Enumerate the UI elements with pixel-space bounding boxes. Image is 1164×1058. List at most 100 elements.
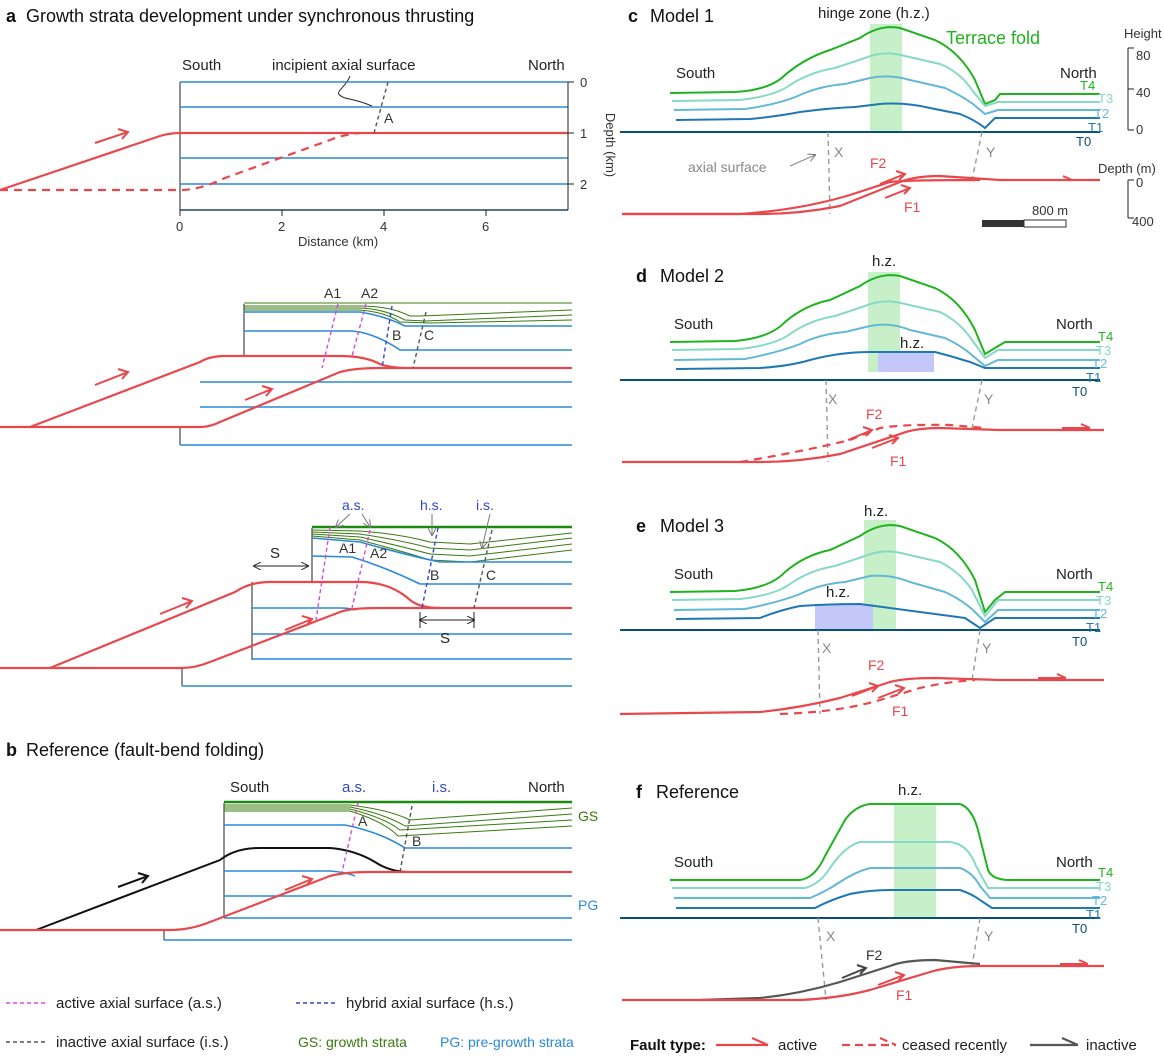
panel-d-f1: F1 (890, 453, 907, 469)
scale-bar-label: 800 m (1032, 203, 1068, 218)
panel-b-arrow-inactive (117, 872, 150, 888)
depth-axis: 0 1 2 Depth (km) (567, 75, 618, 210)
panel-f-t2 (674, 867, 1100, 899)
panel-c-f2: F2 (870, 155, 887, 171)
panel-b-south: South (230, 779, 269, 796)
fault-legend-active: active (778, 1037, 817, 1054)
panel-f-fault-f2 (699, 958, 981, 1002)
panel-f-y: Y (984, 928, 994, 944)
depth-tick-2: 2 (580, 177, 587, 192)
distance-tick-2: 2 (278, 219, 285, 234)
panel-e-t2-label: T2 (1092, 606, 1107, 621)
bottom-label-c: C (486, 567, 496, 583)
panel-c-title: Model 1 (650, 6, 714, 26)
panel-e-hinge-zone-alt (815, 604, 873, 630)
panel-c-axial-x (827, 131, 831, 215)
panel-f-f2: F2 (866, 947, 883, 963)
middle-slip-arrow-1 (94, 368, 130, 386)
middle-axial-a2 (351, 303, 367, 357)
panel-c-t3-label: T3 (1098, 91, 1113, 106)
panel-c-t4-label: T4 (1080, 78, 1095, 93)
distance-tick-0: 0 (176, 219, 183, 234)
height-axis-label: Height (m) (1124, 26, 1164, 41)
legend-hybrid: hybrid axial surface (h.s.) (346, 995, 514, 1012)
bottom-label-s-top: S (270, 545, 280, 562)
panel-e-f2: F2 (868, 657, 885, 673)
legend-inactive: inactive axial surface (i.s.) (56, 1034, 229, 1051)
panel-d-t1-label: T1 (1086, 370, 1101, 385)
panel-c-t1 (675, 102, 1100, 130)
panel-a-south: South (182, 57, 221, 74)
panel-e-t4 (669, 524, 1100, 615)
bottom-strata (252, 537, 572, 660)
panel-f-axial-y (971, 917, 981, 967)
panel-f-axial-x (817, 917, 827, 1001)
panel-d-y: Y (984, 391, 994, 407)
panel-d-t4-label: T4 (1098, 329, 1113, 344)
panel-e-axial-x (817, 629, 821, 715)
panel-c-terrace: Terrace fold (946, 28, 1040, 48)
height-tick-40: 40 (1136, 85, 1150, 100)
panel-c-t2-label: T2 (1094, 106, 1109, 121)
panel-e-y: Y (982, 640, 992, 656)
panel-c-t2 (673, 75, 1100, 116)
bottom-label-as: a.s. (342, 497, 365, 513)
panel-c-axial-y (971, 131, 983, 181)
panel-e-hz-bot: h.z. (826, 584, 850, 601)
panel-d-axial-x (825, 379, 829, 463)
panel-d-f2: F2 (866, 406, 883, 422)
panel-e-fault-f2 (619, 676, 1104, 716)
depth-scale: Depth (m) 0 400 (1098, 161, 1156, 229)
panel-c-x: X (834, 144, 844, 160)
panel-f-f1: F1 (896, 987, 913, 1003)
depth-axis-label: Depth (km) (603, 113, 618, 177)
panel-c-fault-f2-path (622, 178, 981, 216)
panel-e-t1-label: T1 (1086, 620, 1101, 635)
panel-e-south: South (674, 566, 713, 583)
panel-e-t3 (671, 550, 1100, 618)
middle-label-a2: A2 (361, 285, 378, 301)
panel-d-t3-label: T3 (1096, 343, 1111, 358)
bottom-label-hs: h.s. (420, 497, 443, 513)
middle-axial-b (381, 305, 393, 369)
panel-f-fault-f1 (622, 964, 1104, 1002)
middle-fault-upper (29, 354, 411, 429)
panel-f-x: X (826, 928, 836, 944)
fault-legend-title: Fault type: (630, 1037, 706, 1054)
panel-d-t2-label: T2 (1092, 356, 1107, 371)
panel-e-t1 (675, 602, 1100, 630)
depth-tick-1: 1 (580, 126, 587, 141)
bottom-fault-upper (49, 580, 441, 670)
panel-d-axial-y (971, 379, 983, 429)
panel-a-slip-arrow (94, 128, 130, 144)
depth-scale-0: 0 (1136, 175, 1143, 190)
panel-f-hinge-zone (894, 804, 936, 918)
panel-f-t4 (670, 803, 1100, 881)
legend-gs: GS: growth strata (298, 1034, 407, 1050)
middle-label-a1: A1 (324, 285, 341, 301)
bottom-label-a1: A1 (339, 540, 356, 556)
panel-e-t2 (673, 574, 1100, 624)
panel-d-t2 (673, 323, 1100, 368)
distance-axis-label: Distance (km) (298, 234, 378, 249)
panel-f-t1 (676, 889, 1100, 909)
legend-active: active axial surface (a.s.) (56, 995, 222, 1012)
panel-e-letter: e (636, 516, 646, 536)
panel-a-strata (180, 81, 568, 211)
panel-b-axial-a (341, 802, 359, 873)
fault-legend-ceased: ceased recently (902, 1037, 1008, 1054)
panel-d-t1 (675, 351, 1100, 370)
panel-d-fault-f1 (622, 426, 1104, 464)
panel-a-north: North (528, 57, 565, 74)
panel-b-gs: GS (578, 808, 598, 824)
middle-fault-lower (0, 366, 572, 429)
panel-f-t0-label: T0 (1072, 921, 1087, 936)
middle-label-b: B (392, 327, 401, 343)
incipient-pointer (338, 75, 373, 107)
panel-a-letter: a (6, 6, 17, 26)
distance-tick-6: 6 (482, 219, 489, 234)
panel-d-t0-label: T0 (1072, 384, 1087, 399)
panel-b-label-a: A (358, 813, 368, 829)
panel-f-t3-label: T3 (1096, 879, 1111, 894)
